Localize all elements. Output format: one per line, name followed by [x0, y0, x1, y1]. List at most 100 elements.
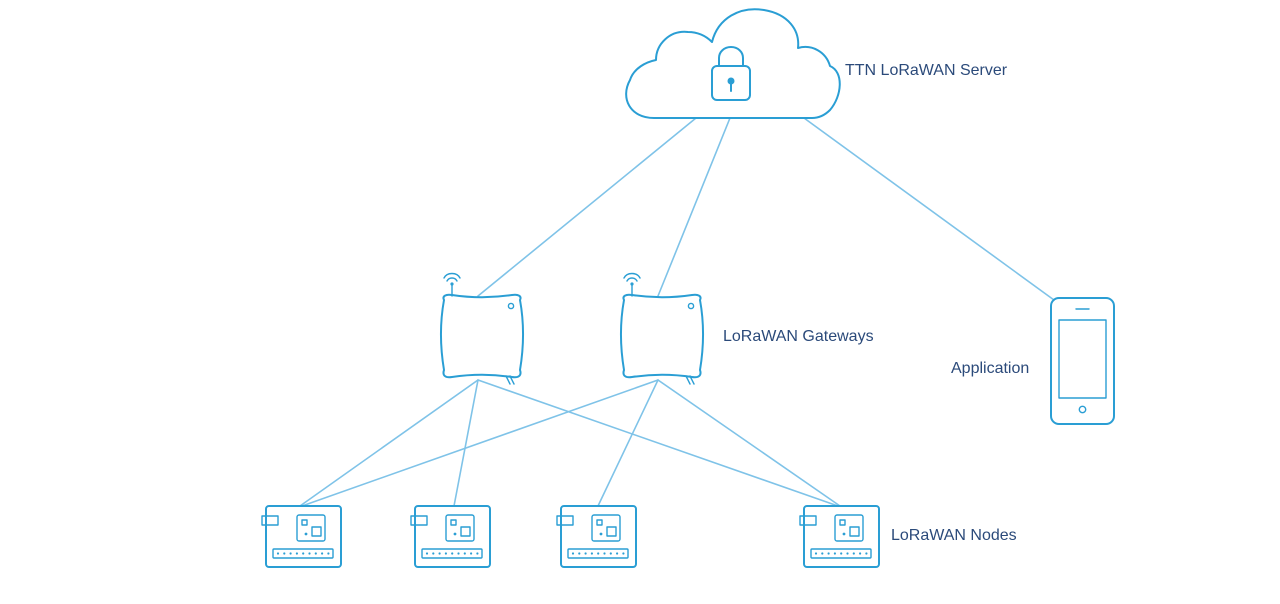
chip-dot [304, 532, 308, 536]
phone-body [1050, 297, 1115, 425]
pin [302, 552, 305, 555]
gateway-1 [440, 272, 524, 385]
pin-header [810, 548, 872, 559]
gateway-connector [685, 375, 695, 385]
pin [470, 552, 473, 555]
gateway-connector [505, 375, 515, 385]
chip-dot [599, 532, 603, 536]
lock-body [711, 65, 751, 101]
pin [308, 552, 311, 555]
board-chip [834, 514, 864, 542]
node-3 [556, 505, 637, 568]
pin [814, 552, 818, 555]
pin [432, 552, 435, 555]
cloud-outline [625, 8, 841, 119]
link-server-application [803, 117, 1055, 301]
board-port [556, 515, 574, 526]
gateway-body [440, 293, 524, 379]
pin [840, 552, 843, 555]
gateway-2 [620, 272, 704, 385]
pin [463, 552, 466, 555]
pin [584, 552, 587, 555]
phone-screen [1058, 319, 1107, 399]
board-chip [445, 514, 475, 542]
link-gateway-1-node-4 [477, 379, 839, 507]
status-led [687, 302, 695, 310]
circuit-board-icon [799, 505, 880, 568]
node-2 [410, 505, 491, 568]
chip-pad-small [450, 519, 457, 526]
link-server-gateway-2 [657, 117, 731, 297]
antenna-wave-inner [626, 277, 638, 282]
chip-dot [453, 532, 457, 536]
pin [846, 552, 849, 555]
link-server-gateway-1 [477, 117, 697, 297]
board-outline [414, 505, 491, 568]
pin [289, 552, 292, 555]
pin [821, 552, 824, 555]
circuit-board-icon [556, 505, 637, 568]
pin [622, 552, 625, 555]
chip-pad-large [460, 526, 471, 537]
chip-pad-large [849, 526, 860, 537]
pin [476, 552, 479, 555]
pin-header [421, 548, 483, 559]
board-chip [591, 514, 621, 542]
pin [603, 552, 606, 555]
pin [827, 552, 830, 555]
chip-dot [842, 532, 846, 536]
pin [425, 552, 429, 555]
antenna-tip [450, 282, 454, 286]
pin [314, 552, 317, 555]
circuit-board-icon [261, 505, 342, 568]
application-label: Application [951, 360, 1030, 377]
pin [865, 552, 868, 555]
gateway-router-icon [620, 272, 704, 385]
pin [571, 552, 575, 555]
pin [451, 552, 454, 555]
board-chip [296, 514, 326, 542]
status-led [507, 302, 515, 310]
pin [327, 552, 330, 555]
link-gateway-2-node-3 [597, 379, 659, 507]
pin [578, 552, 581, 555]
pin [590, 552, 593, 555]
board-outline [803, 505, 880, 568]
board-outline [265, 505, 342, 568]
pin [609, 552, 612, 555]
pin [833, 552, 836, 555]
pin-header [272, 548, 334, 559]
board-port [410, 515, 428, 526]
pin [295, 552, 298, 555]
chip-pad-large [311, 526, 322, 537]
board-port [799, 515, 817, 526]
node-1 [261, 505, 342, 568]
chip-pad-small [596, 519, 603, 526]
gateway-router-icon [440, 272, 524, 385]
pin [438, 552, 441, 555]
pin [276, 552, 280, 555]
link-gateway-1-node-2 [453, 379, 479, 507]
chip-pad-small [301, 519, 308, 526]
node-4 [799, 505, 880, 568]
nodes-label: LoRaWAN Nodes [891, 527, 1017, 544]
antenna-wave-outer [623, 272, 641, 279]
antenna-tip [630, 282, 634, 286]
phone-home-button [1078, 405, 1087, 414]
pin [444, 552, 447, 555]
lock-shackle [718, 46, 744, 67]
pin [457, 552, 460, 555]
pin [616, 552, 619, 555]
link-gateway-1-node-1 [299, 379, 479, 507]
chip-pad-large [606, 526, 617, 537]
circuit-board-icon [410, 505, 491, 568]
connections [299, 117, 1055, 507]
antenna-wave-inner [446, 277, 458, 282]
pin [283, 552, 286, 555]
gateway-body [620, 293, 704, 379]
cloud-lock-icon [625, 8, 841, 119]
pin-header [567, 548, 629, 559]
smartphone-icon [1050, 297, 1115, 425]
nodes [261, 505, 880, 568]
